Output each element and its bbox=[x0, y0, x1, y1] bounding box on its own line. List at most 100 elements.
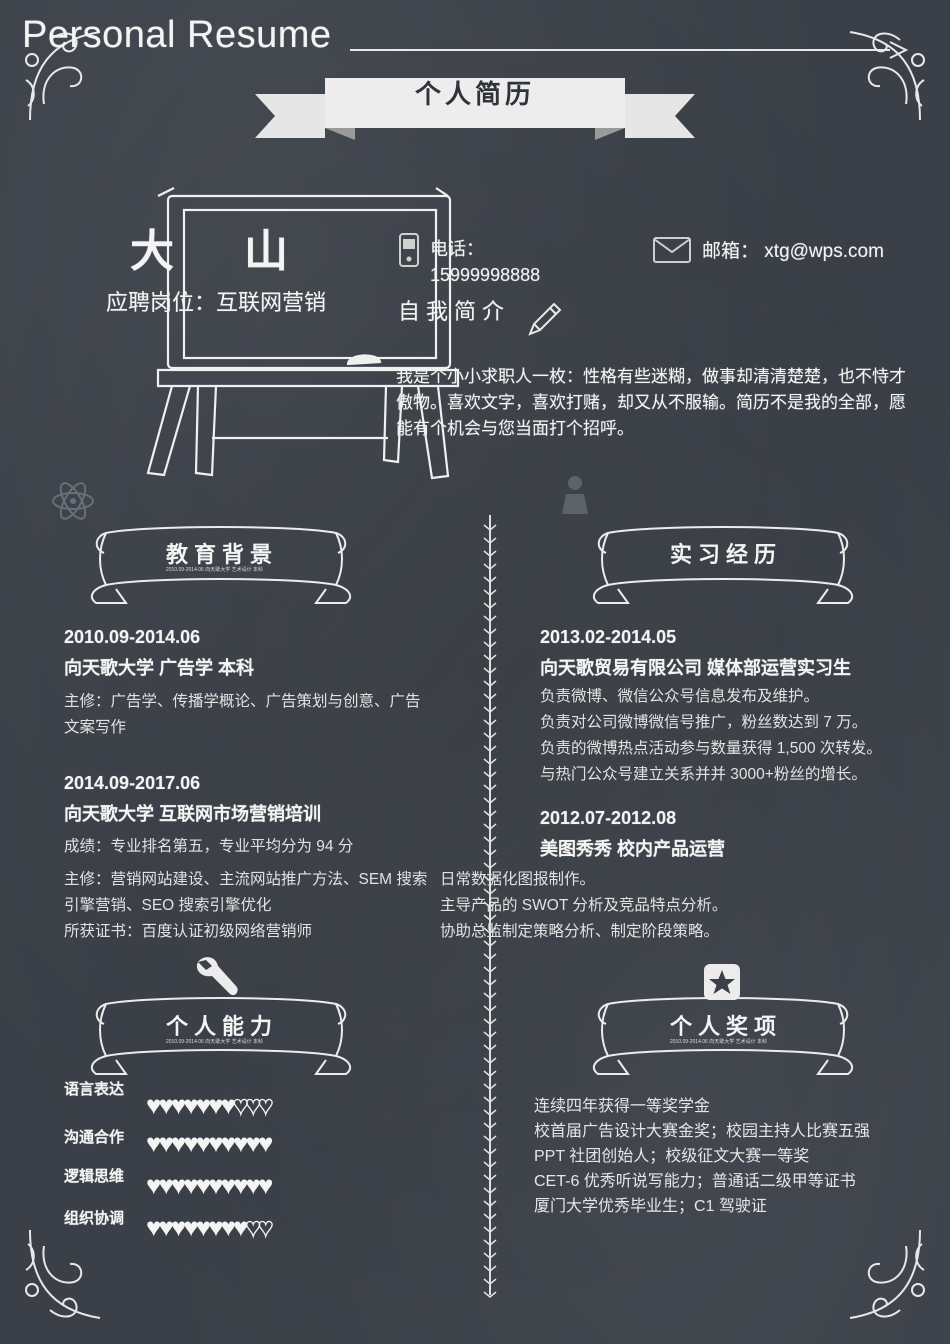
award-item: PPT 社团创始人；校级征文大赛一等奖 bbox=[534, 1148, 810, 1165]
email-address: xtg@wps.com bbox=[764, 241, 884, 262]
internship-extra-line: 日常数据化图报制作。 bbox=[440, 871, 596, 888]
main-banner bbox=[255, 78, 695, 140]
divider-tick bbox=[483, 953, 497, 960]
divider-tick bbox=[483, 862, 497, 869]
divider-tick bbox=[483, 1174, 497, 1181]
divider-tick bbox=[483, 615, 497, 622]
internship-extra-line: 主导产品的 SWOT 分析及竞品特点分析。 bbox=[440, 897, 728, 914]
skill-rating-4: ♥♥♥♥♥♥♥♥♥♥ bbox=[146, 1212, 274, 1242]
education-date-2: 2014.09-2017.06 bbox=[64, 773, 201, 793]
divider-tick bbox=[483, 784, 497, 791]
heart-filled-icon: ♥ bbox=[233, 1170, 249, 1200]
education-school-1: 向天歌大学 广告学 本科 bbox=[64, 658, 255, 678]
heart-filled-icon: ♥ bbox=[158, 1128, 174, 1158]
internship-date-2: 2012.07-2012.08 bbox=[540, 808, 677, 828]
divider-tick bbox=[483, 641, 497, 648]
divider-tick bbox=[483, 550, 497, 557]
education-detail-line: 文案写作 bbox=[64, 719, 127, 736]
divider-tick bbox=[483, 914, 497, 921]
divider-tick bbox=[483, 745, 497, 752]
internship-detail-line: 负责微博、微信公众号信息发布及维护。 bbox=[540, 688, 820, 705]
skill-label-3: 逻辑思维 bbox=[64, 1168, 125, 1185]
divider-tick bbox=[483, 524, 497, 531]
divider-tick bbox=[483, 1018, 497, 1025]
heart-filled-icon: ♥ bbox=[220, 1170, 237, 1200]
heart-filled-icon: ♥ bbox=[220, 1212, 237, 1242]
divider-tick bbox=[483, 927, 497, 934]
heart-filled-icon: ♥ bbox=[257, 1128, 274, 1158]
internship-company-2: 美图秀秀 校内产品运营 bbox=[540, 839, 725, 859]
divider-tick bbox=[483, 602, 497, 609]
internship-extra: 日常数据化图报制作。 主导产品的 SWOT 分析及竞品特点分析。 协助总监制定策… bbox=[440, 867, 870, 945]
phone-number: 15999998888 bbox=[430, 265, 541, 285]
ribbon-education bbox=[90, 526, 352, 604]
heart-filled-icon: ♥ bbox=[158, 1170, 174, 1200]
divider-tick bbox=[483, 1135, 497, 1142]
divider-tick bbox=[483, 1213, 497, 1220]
heart-empty-icon: ♥ bbox=[257, 1212, 274, 1242]
phone-info: 电话： 15999998888 bbox=[430, 236, 540, 288]
divider-tick bbox=[483, 836, 497, 843]
skills-ribbon-subtitle: 2010.09-2014.06 向天歌大学 艺术设计 本科 bbox=[166, 1039, 263, 1045]
internship-date-1: 2013.02-2014.05 bbox=[540, 627, 677, 647]
candidate-name: 大山 bbox=[130, 227, 358, 276]
divider-tick bbox=[483, 706, 497, 713]
education-date-1: 2010.09-2014.06 bbox=[64, 627, 201, 647]
heart-filled-icon: ♥ bbox=[183, 1170, 199, 1200]
heart-filled-icon: ♥ bbox=[183, 1128, 199, 1158]
title-divider-arrow bbox=[350, 41, 909, 59]
corner-flourish-bottom-right bbox=[849, 1229, 925, 1319]
heart-filled-icon: ♥ bbox=[245, 1128, 262, 1158]
heart-filled-icon: ♥ bbox=[245, 1170, 262, 1200]
job-position: 应聘岗位：互联网营销 bbox=[106, 290, 327, 315]
divider-tick bbox=[483, 719, 497, 726]
education-detail-1: 主修：广告学、传播学概论、广告策划与创意、广告 文案写作 bbox=[64, 689, 464, 741]
divider-tick bbox=[483, 888, 497, 895]
divider-tick bbox=[483, 1265, 497, 1272]
heart-filled-icon: ♥ bbox=[220, 1128, 237, 1158]
internship-company-1: 向天歌贸易有限公司 媒体部运营实习生 bbox=[540, 658, 851, 678]
easel-board-illustration bbox=[146, 187, 460, 480]
pencil-icon bbox=[528, 302, 562, 336]
divider-tick bbox=[483, 1187, 497, 1194]
education-school-2: 向天歌大学 互联网市场营销培训 bbox=[64, 804, 321, 824]
divider-tick bbox=[483, 1057, 497, 1064]
divider-tick bbox=[483, 537, 497, 544]
divider-tick bbox=[483, 576, 497, 583]
heart-filled-icon: ♥ bbox=[233, 1128, 249, 1158]
heart-filled-icon: ♥ bbox=[146, 1170, 162, 1200]
heart-empty-icon: ♥ bbox=[245, 1212, 262, 1242]
awards-list: 连续四年获得一等奖学金 校首届广告设计大赛金奖；校园主持人比赛五强 PPT 社团… bbox=[534, 1094, 914, 1219]
divider-tick bbox=[483, 1070, 497, 1077]
divider-tick bbox=[483, 680, 497, 687]
divider-tick bbox=[483, 563, 497, 570]
divider-tick bbox=[483, 758, 497, 765]
education-ribbon-subtitle: 2010.09-2014.06 向天歌大学 艺术设计 本科 bbox=[166, 567, 263, 573]
divider-tick bbox=[483, 654, 497, 661]
star-badge-icon bbox=[704, 964, 740, 1000]
email-label: 邮箱： bbox=[702, 241, 760, 262]
divider-tick bbox=[483, 1122, 497, 1129]
atom-icon bbox=[52, 482, 94, 520]
divider-tick bbox=[483, 1239, 497, 1246]
internship-detail-line: 与热门公众号建立关系并并 3000+粉丝的增长。 bbox=[540, 766, 867, 783]
heart-filled-icon: ♥ bbox=[208, 1128, 224, 1158]
divider-tick bbox=[483, 1200, 497, 1207]
education-extra-line: 引擎营销、SEO 搜索引擎优化 bbox=[64, 897, 272, 914]
divider-tick bbox=[483, 979, 497, 986]
education-detail-2: 成绩：专业排名第五，专业平均分为 94 分 bbox=[64, 838, 354, 855]
heart-filled-icon: ♥ bbox=[158, 1212, 174, 1242]
heart-filled-icon: ♥ bbox=[257, 1170, 274, 1200]
skill-rating-2: ♥♥♥♥♥♥♥♥♥♥ bbox=[146, 1128, 274, 1158]
internship-title: 实习经历 bbox=[670, 542, 783, 567]
heart-filled-icon: ♥ bbox=[208, 1090, 224, 1120]
heart-filled-icon: ♥ bbox=[195, 1170, 212, 1200]
skill-rating-3: ♥♥♥♥♥♥♥♥♥♥ bbox=[146, 1170, 274, 1200]
heart-filled-icon: ♥ bbox=[195, 1212, 212, 1242]
ribbon-awards bbox=[592, 997, 854, 1075]
divider-tick bbox=[483, 1031, 497, 1038]
award-item: CET-6 优秀听说写能力；普通话二级甲等证书 bbox=[534, 1173, 856, 1190]
heart-filled-icon: ♥ bbox=[195, 1090, 212, 1120]
award-item: 连续四年获得一等奖学金 bbox=[534, 1098, 711, 1115]
divider-tick bbox=[483, 940, 497, 947]
